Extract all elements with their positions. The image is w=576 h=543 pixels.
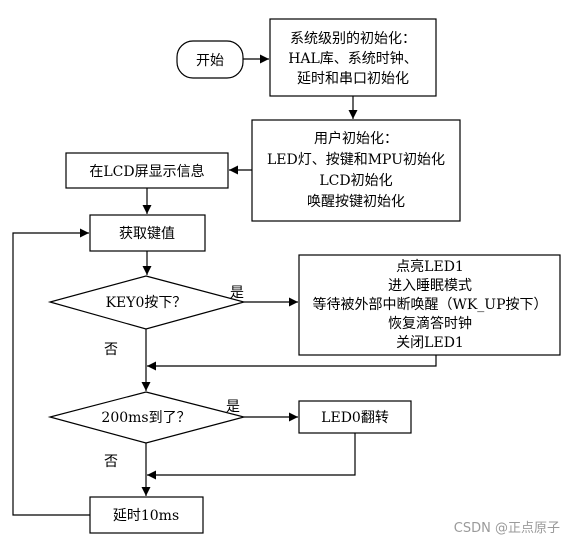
get-key-label: 获取键值	[119, 226, 175, 242]
system-init-line-2: HAL库、系统时钟、	[288, 50, 418, 67]
connectors	[12, 54, 437, 516]
led0-toggle-label: LED0翻转	[321, 410, 389, 426]
ms200-decision-label: 200ms到了？	[101, 410, 190, 426]
start-label: 开始	[196, 53, 224, 69]
user-init-line-1: 用户初始化：	[314, 130, 398, 147]
ms200-yes-label: 是	[226, 399, 240, 415]
ms200-decision: 200ms到了？	[47, 391, 247, 444]
key0-no-label: 否	[104, 342, 118, 358]
delay-box: 延时10ms	[89, 496, 204, 534]
start-node: 开始	[176, 40, 244, 79]
sleep-box-line-4: 恢复滴答时钟	[388, 315, 472, 332]
lcd-display-label: 在LCD屏显示信息	[89, 163, 204, 180]
system-init-line-1: 系统级别的初始化：	[290, 30, 416, 47]
sleep-box-line-2: 进入睡眠模式	[388, 278, 472, 294]
system-init-box: 系统级别的初始化： HAL库、系统时钟、 延时和串口初始化	[269, 18, 437, 97]
sleep-box-line-3: 等待被外部中断唤醒（WK_UP按下）	[312, 296, 547, 313]
led0-toggle-box: LED0翻转	[298, 400, 412, 434]
key0-decision-label: KEY0按下？	[106, 295, 187, 311]
sleep-box-line-5: 关闭LED1	[396, 335, 464, 351]
key0-decision: KEY0按下？	[47, 275, 247, 330]
arrow-led0-return	[147, 433, 356, 480]
sleep-box-line-1: 点亮LED1	[396, 258, 464, 275]
user-init-box: 用户初始化： LED灯、按键和MPU初始化 LCD初始化 唤醒按键初始化	[251, 119, 461, 222]
get-key-box: 获取键值	[89, 214, 206, 252]
user-init-line-3: LCD初始化	[319, 172, 392, 189]
watermark: CSDN @正点原子	[454, 521, 560, 536]
user-init-line-2: LED灯、按键和MPU初始化	[267, 151, 445, 168]
system-init-line-3: 延时和串口初始化	[297, 70, 409, 87]
key0-yes-label: 是	[230, 285, 244, 301]
ms200-no-label: 否	[104, 454, 118, 470]
arrow-sleep-return	[147, 355, 437, 371]
lcd-display-box: 在LCD屏显示信息	[65, 152, 229, 189]
sleep-mode-box: 点亮LED1 进入睡眠模式 等待被外部中断唤醒（WK_UP按下） 恢复滴答时钟 …	[298, 254, 561, 356]
delay-label: 延时10ms	[113, 508, 179, 524]
user-init-line-4: 唤醒按键初始化	[307, 193, 405, 210]
arrow-loop-back	[12, 228, 90, 516]
